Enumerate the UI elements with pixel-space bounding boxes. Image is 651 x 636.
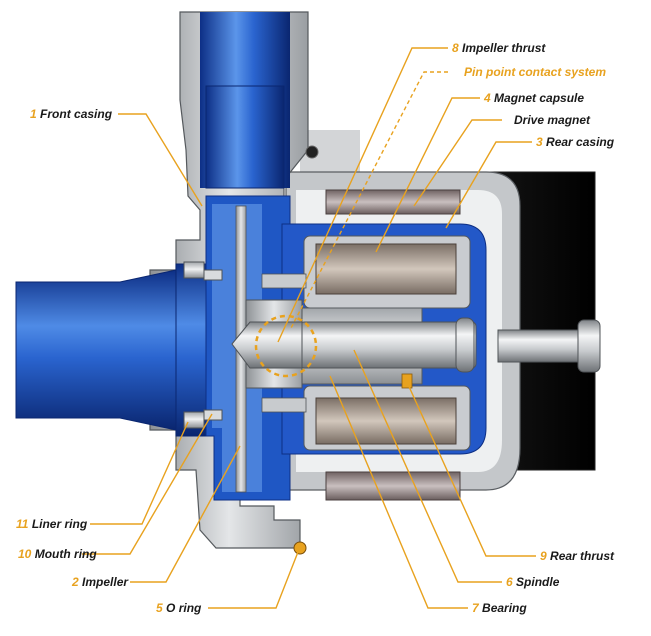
spindle [299, 317, 601, 373]
pin-point-contact-marker [254, 314, 318, 378]
label-rear-casing: 3 Rear casing [536, 135, 615, 149]
inlet-pipe [15, 263, 207, 437]
label-bearing: 7 Bearing [472, 601, 527, 615]
labels: 8 Impeller thrust Pin point contact syst… [16, 41, 615, 615]
label-o-ring: 5 O ring [156, 601, 202, 615]
label-pin-point-contact: Pin point contact system [464, 65, 606, 79]
impeller [231, 205, 307, 493]
drive-magnet [325, 189, 461, 501]
label-spindle: 6 Spindle [506, 575, 560, 589]
label-impeller-thrust: 8 Impeller thrust [452, 41, 546, 55]
label-liner-ring: 11 Liner ring [16, 517, 88, 531]
label-mouth-ring: 10 Mouth ring [18, 547, 97, 561]
label-impeller: 2 Impeller [71, 575, 129, 589]
label-magnet-capsule: 4 Magnet capsule [483, 91, 584, 105]
leader-lines [82, 47, 536, 609]
label-rear-thrust: 9 Rear thrust [540, 549, 615, 563]
mouth-ring [203, 269, 223, 421]
label-front-casing: 1 Front casing [30, 107, 113, 121]
o-ring-bottom [293, 541, 307, 555]
o-ring-top [305, 145, 319, 159]
liner-ring [183, 261, 205, 429]
label-drive-magnet: Drive magnet [514, 113, 591, 127]
